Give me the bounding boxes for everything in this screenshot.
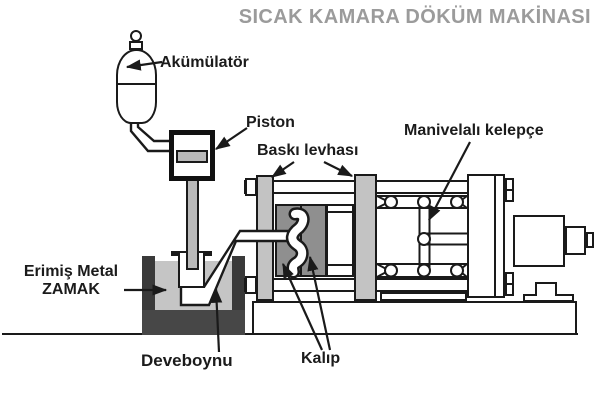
label-piston: Piston [246,114,295,131]
arrow-toggle-clamp [428,141,471,222]
arrow-gooseneck [211,287,223,353]
hydraulic-cylinder-cap [586,232,594,248]
arrow-mold-1 [281,262,324,351]
label-molten-metal-line1: Erimiş Metal [23,263,119,280]
label-accumulator: Akümülatör [160,54,249,71]
rear-platen [467,174,505,298]
arrow-pressure-plate-right [323,161,354,177]
support-pedestal [523,282,574,302]
piston-disc [176,150,208,163]
moving-platen [354,174,377,301]
label-pressure-plate: Baskı levhası [257,142,359,159]
injection-cylinder-flange-right [205,251,212,256]
arrow-accumulator [125,59,163,71]
label-toggle-clamp: Manivelalı kelepçe [404,122,544,139]
label-mold: Kalıp [301,350,341,367]
label-molten-metal: Erimiş Metal ZAMAK [12,263,130,299]
arrow-piston [214,127,248,150]
label-molten-metal-line2: ZAMAK [42,281,100,298]
injection-cylinder-flange-left [171,251,178,256]
toggle-support-block [380,292,467,301]
machine-base [252,301,577,335]
hydraulic-cylinder [513,215,565,267]
accumulator-seam [118,83,155,85]
crucible-bottom [142,310,245,335]
diagram-title: SICAK KAMARA DÖKÜM MAKİNASI [238,6,591,28]
arrow-pressure-plate-left [270,161,295,178]
arrow-mold-2 [307,255,332,351]
hydraulic-cylinder-step [565,226,586,255]
gooseneck-tube [181,230,292,306]
toggle-pivots [384,195,464,278]
label-gooseneck: Deveboynu [141,351,233,370]
